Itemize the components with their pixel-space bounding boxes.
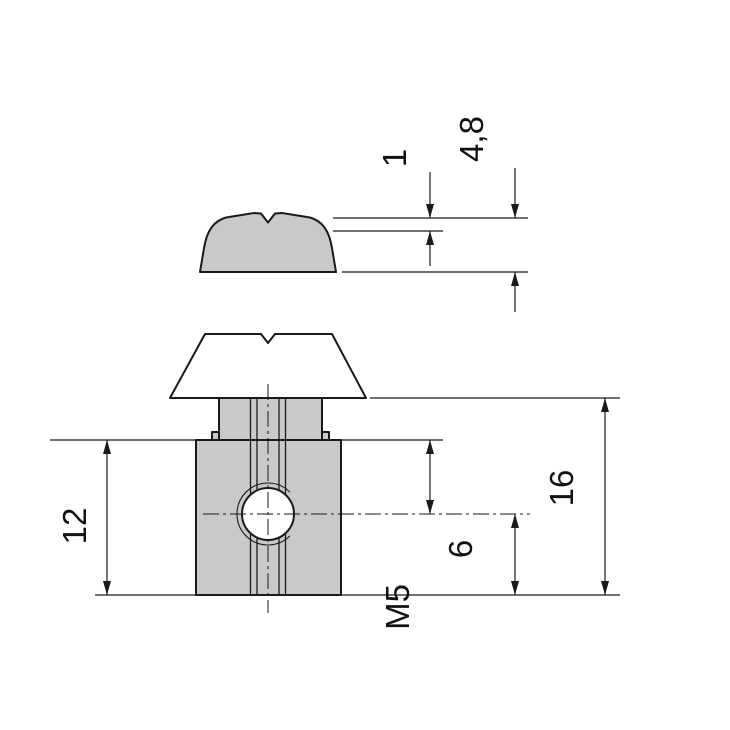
dimension-notch-1: 1 <box>376 149 434 266</box>
dimension-top-to-center <box>426 440 434 514</box>
top-view-spring-profile: 1 4,8 <box>199 116 528 312</box>
dim-label-12: 12 <box>56 508 93 545</box>
dimension-body-height-12: 12 <box>56 440 111 595</box>
spring-profile-shape <box>199 212 337 273</box>
dim-label-6: 6 <box>442 540 479 558</box>
dim-label-16: 16 <box>543 470 580 507</box>
dimension-total-height-16: 16 <box>543 398 609 595</box>
front-view-nut: 12 16 6 M5 <box>50 333 620 630</box>
dimension-spring-height-4-8: 4,8 <box>453 116 519 312</box>
dim-label-1: 1 <box>376 149 413 167</box>
nut-step-left <box>211 431 220 441</box>
thread-callout-m5: M5 <box>379 584 416 630</box>
dimension-hole-center-6: 6 <box>442 514 519 595</box>
nut-neck <box>218 397 323 441</box>
dim-label-4-8: 4,8 <box>453 116 490 162</box>
spring-front-outline <box>169 333 367 399</box>
nut-step-right <box>321 431 330 441</box>
